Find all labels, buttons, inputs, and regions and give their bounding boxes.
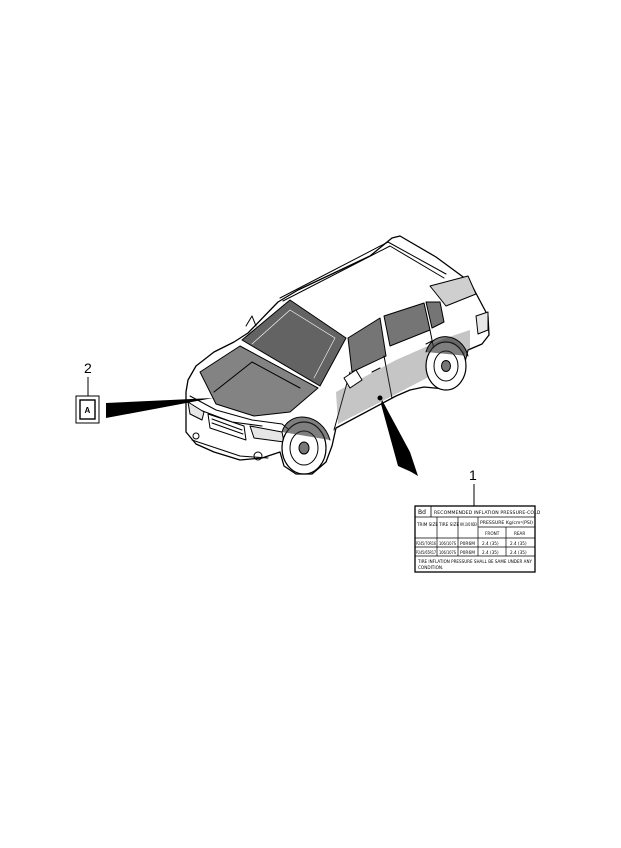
label-col-trim: TRIM SIZE: [416, 522, 438, 527]
label-row1-rear: 2.4 (35): [510, 541, 527, 546]
label-col-max-load: MAX LOAD INDEX: [460, 522, 477, 527]
label-row2-rear: 2.4 (35): [510, 550, 527, 555]
callout-2: 2: [84, 360, 92, 396]
label-row2-trim: P245/65R17: [416, 550, 436, 555]
label-row1-trim: P245/70R16: [416, 541, 436, 546]
label-heading: RECOMMENDED INFLATION PRESSURE-COLD: [434, 510, 541, 516]
tire-pressure-label: Bd RECOMMENDED INFLATION PRESSURE-COLD T…: [414, 505, 541, 573]
label-icon: Bd: [418, 509, 426, 516]
label-row: P245/70R16 106/107S P0R6M 2.4 (35) 2.4 (…: [416, 541, 527, 546]
callout-number-2: 2: [84, 360, 92, 376]
leader-wedge-1-tip: [382, 400, 418, 476]
callout-number-1: 1: [469, 467, 477, 483]
label-row2-load: P0R6M: [460, 550, 475, 555]
label-col-front: FRONT: [485, 531, 500, 536]
label-footer-line1: TIRE INFLATION PRESSURE SHALL BE SAME UN…: [417, 559, 532, 564]
label-footer-line2: CONDITION.: [418, 565, 443, 570]
leader-wedge-2: [106, 398, 213, 418]
symbol-label-part: A: [75, 395, 100, 424]
label-col-pressure: PRESSURE Kg/cm²(PSI): [480, 520, 533, 525]
callout-1: 1: [469, 467, 477, 506]
symbol-label-letter: A: [85, 406, 91, 415]
label-col-rear: REAR: [514, 531, 525, 536]
label-row2-front: 2.4 (35): [482, 550, 499, 555]
label-col-tire-size: TIRE SIZE: [438, 522, 459, 527]
label-row: P245/65R17 106/107S P0R6M 2.4 (35) 2.4 (…: [416, 550, 527, 555]
label-row2-size: 106/107S: [439, 550, 456, 555]
label-row1-load: P0R6M: [460, 541, 475, 546]
vehicle-illustration: [185, 235, 490, 475]
label-row1-size: 106/107S: [439, 541, 456, 546]
label-row1-front: 2.4 (35): [482, 541, 499, 546]
